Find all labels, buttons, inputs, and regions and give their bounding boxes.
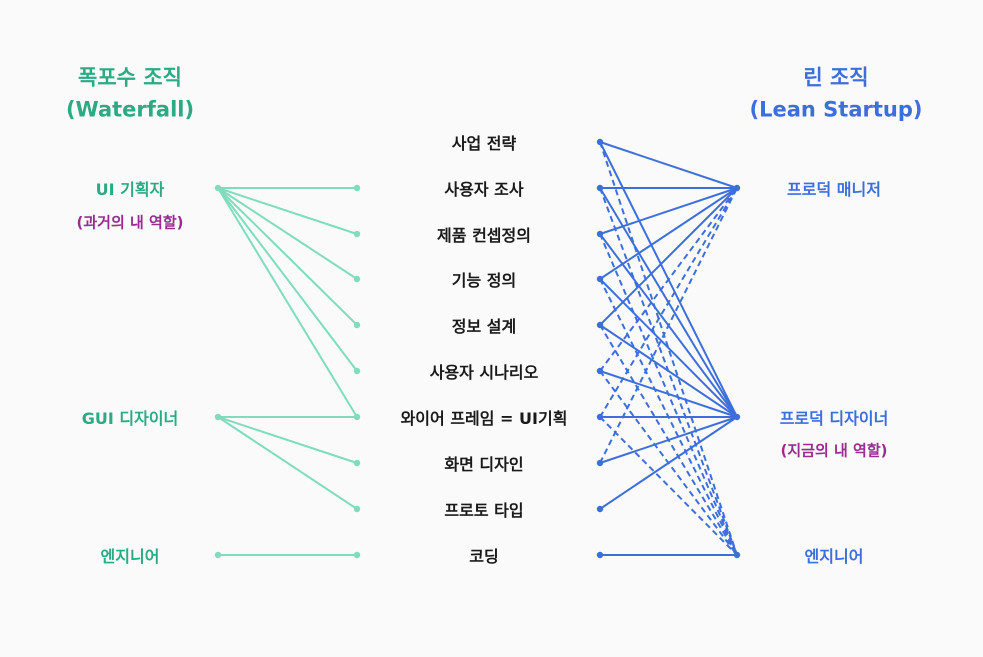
- lean-role-product-manager: 프로덕 매니저: [787, 180, 881, 199]
- lean-subtitle: (Lean Startup): [749, 97, 923, 122]
- waterfall-link: [217, 187, 358, 326]
- lean-link: [599, 324, 738, 556]
- task-user-research: 사용자 조사: [444, 180, 524, 199]
- task-business-strategy: 사업 전략: [451, 134, 517, 153]
- task-coding: 코딩: [469, 547, 499, 566]
- waterfall-role-gui-designer: GUI 디자이너: [81, 409, 179, 428]
- lean-role-engineer: 엔지니어: [804, 547, 864, 566]
- lean-link: [599, 141, 738, 189]
- lean-link: [599, 278, 738, 418]
- lean-task-dot: [596, 551, 604, 559]
- lean-link: [599, 233, 738, 418]
- task-wireframe: 와이어 프레임 = UI기획: [400, 409, 568, 428]
- lean-task-dot: [596, 275, 604, 283]
- lean-task-dot: [596, 138, 604, 146]
- lean-role-product-designer: 프로덕 디자이너: [779, 409, 889, 428]
- waterfall-title: 폭포수 조직: [78, 65, 182, 90]
- waterfall-task-dot: [353, 459, 361, 467]
- lean-title: 린 조직: [803, 65, 869, 90]
- waterfall-task-dot: [353, 275, 361, 283]
- lean-task-dot: [596, 230, 604, 238]
- lean-link: [599, 233, 738, 556]
- waterfall-link: [217, 416, 358, 510]
- waterfall-link: [217, 416, 358, 464]
- waterfall-role-engineer: 엔지니어: [100, 547, 160, 566]
- waterfall-task-dot: [353, 230, 361, 238]
- waterfall-role-dot: [214, 184, 222, 192]
- task-information-architecture: 정보 설계: [451, 317, 517, 336]
- lean-link: [599, 187, 738, 418]
- waterfall-link: [217, 187, 358, 235]
- waterfall-subtitle: (Waterfall): [65, 97, 195, 122]
- lean-role-dot: [733, 184, 741, 192]
- lean-link: [599, 416, 738, 556]
- lean-task-dot: [596, 184, 604, 192]
- lean-task-dot: [596, 413, 604, 421]
- waterfall-link: [217, 187, 358, 418]
- lean-link: [599, 370, 738, 556]
- lean-link: [599, 278, 738, 556]
- lean-link: [599, 141, 738, 556]
- task-screen-design: 화면 디자인: [444, 455, 524, 474]
- waterfall-link: [217, 187, 358, 372]
- waterfall-task-dot: [353, 413, 361, 421]
- waterfall-task-dot: [353, 551, 361, 559]
- lean-link: [599, 187, 738, 326]
- task-user-scenario: 사용자 시나리오: [429, 363, 539, 382]
- waterfall-task-dot: [353, 321, 361, 329]
- lean-role-dot: [733, 413, 741, 421]
- lean-link: [599, 141, 738, 418]
- lean-role-dot: [733, 551, 741, 559]
- task-product-concept: 제품 컨셉정의: [437, 226, 531, 245]
- lean-task-dot: [596, 321, 604, 329]
- task-prototype: 프로토 타입: [444, 501, 524, 520]
- lean-task-dot: [596, 367, 604, 375]
- lean-task-dot: [596, 505, 604, 513]
- lean-role-note: (지금의 내 역할): [780, 441, 888, 460]
- waterfall-role-note: (과거의 내 역할): [76, 213, 184, 232]
- waterfall-task-dot: [353, 505, 361, 513]
- waterfall-task-dot: [353, 184, 361, 192]
- waterfall-role-dot: [214, 413, 222, 421]
- waterfall-task-dot: [353, 367, 361, 375]
- waterfall-link: [217, 187, 358, 280]
- waterfall-role-ui-planner: UI 기획자: [95, 180, 165, 199]
- lean-task-dot: [596, 459, 604, 467]
- waterfall-role-dot: [214, 551, 222, 559]
- task-feature-definition: 기능 정의: [451, 271, 517, 290]
- lean-link: [599, 187, 738, 556]
